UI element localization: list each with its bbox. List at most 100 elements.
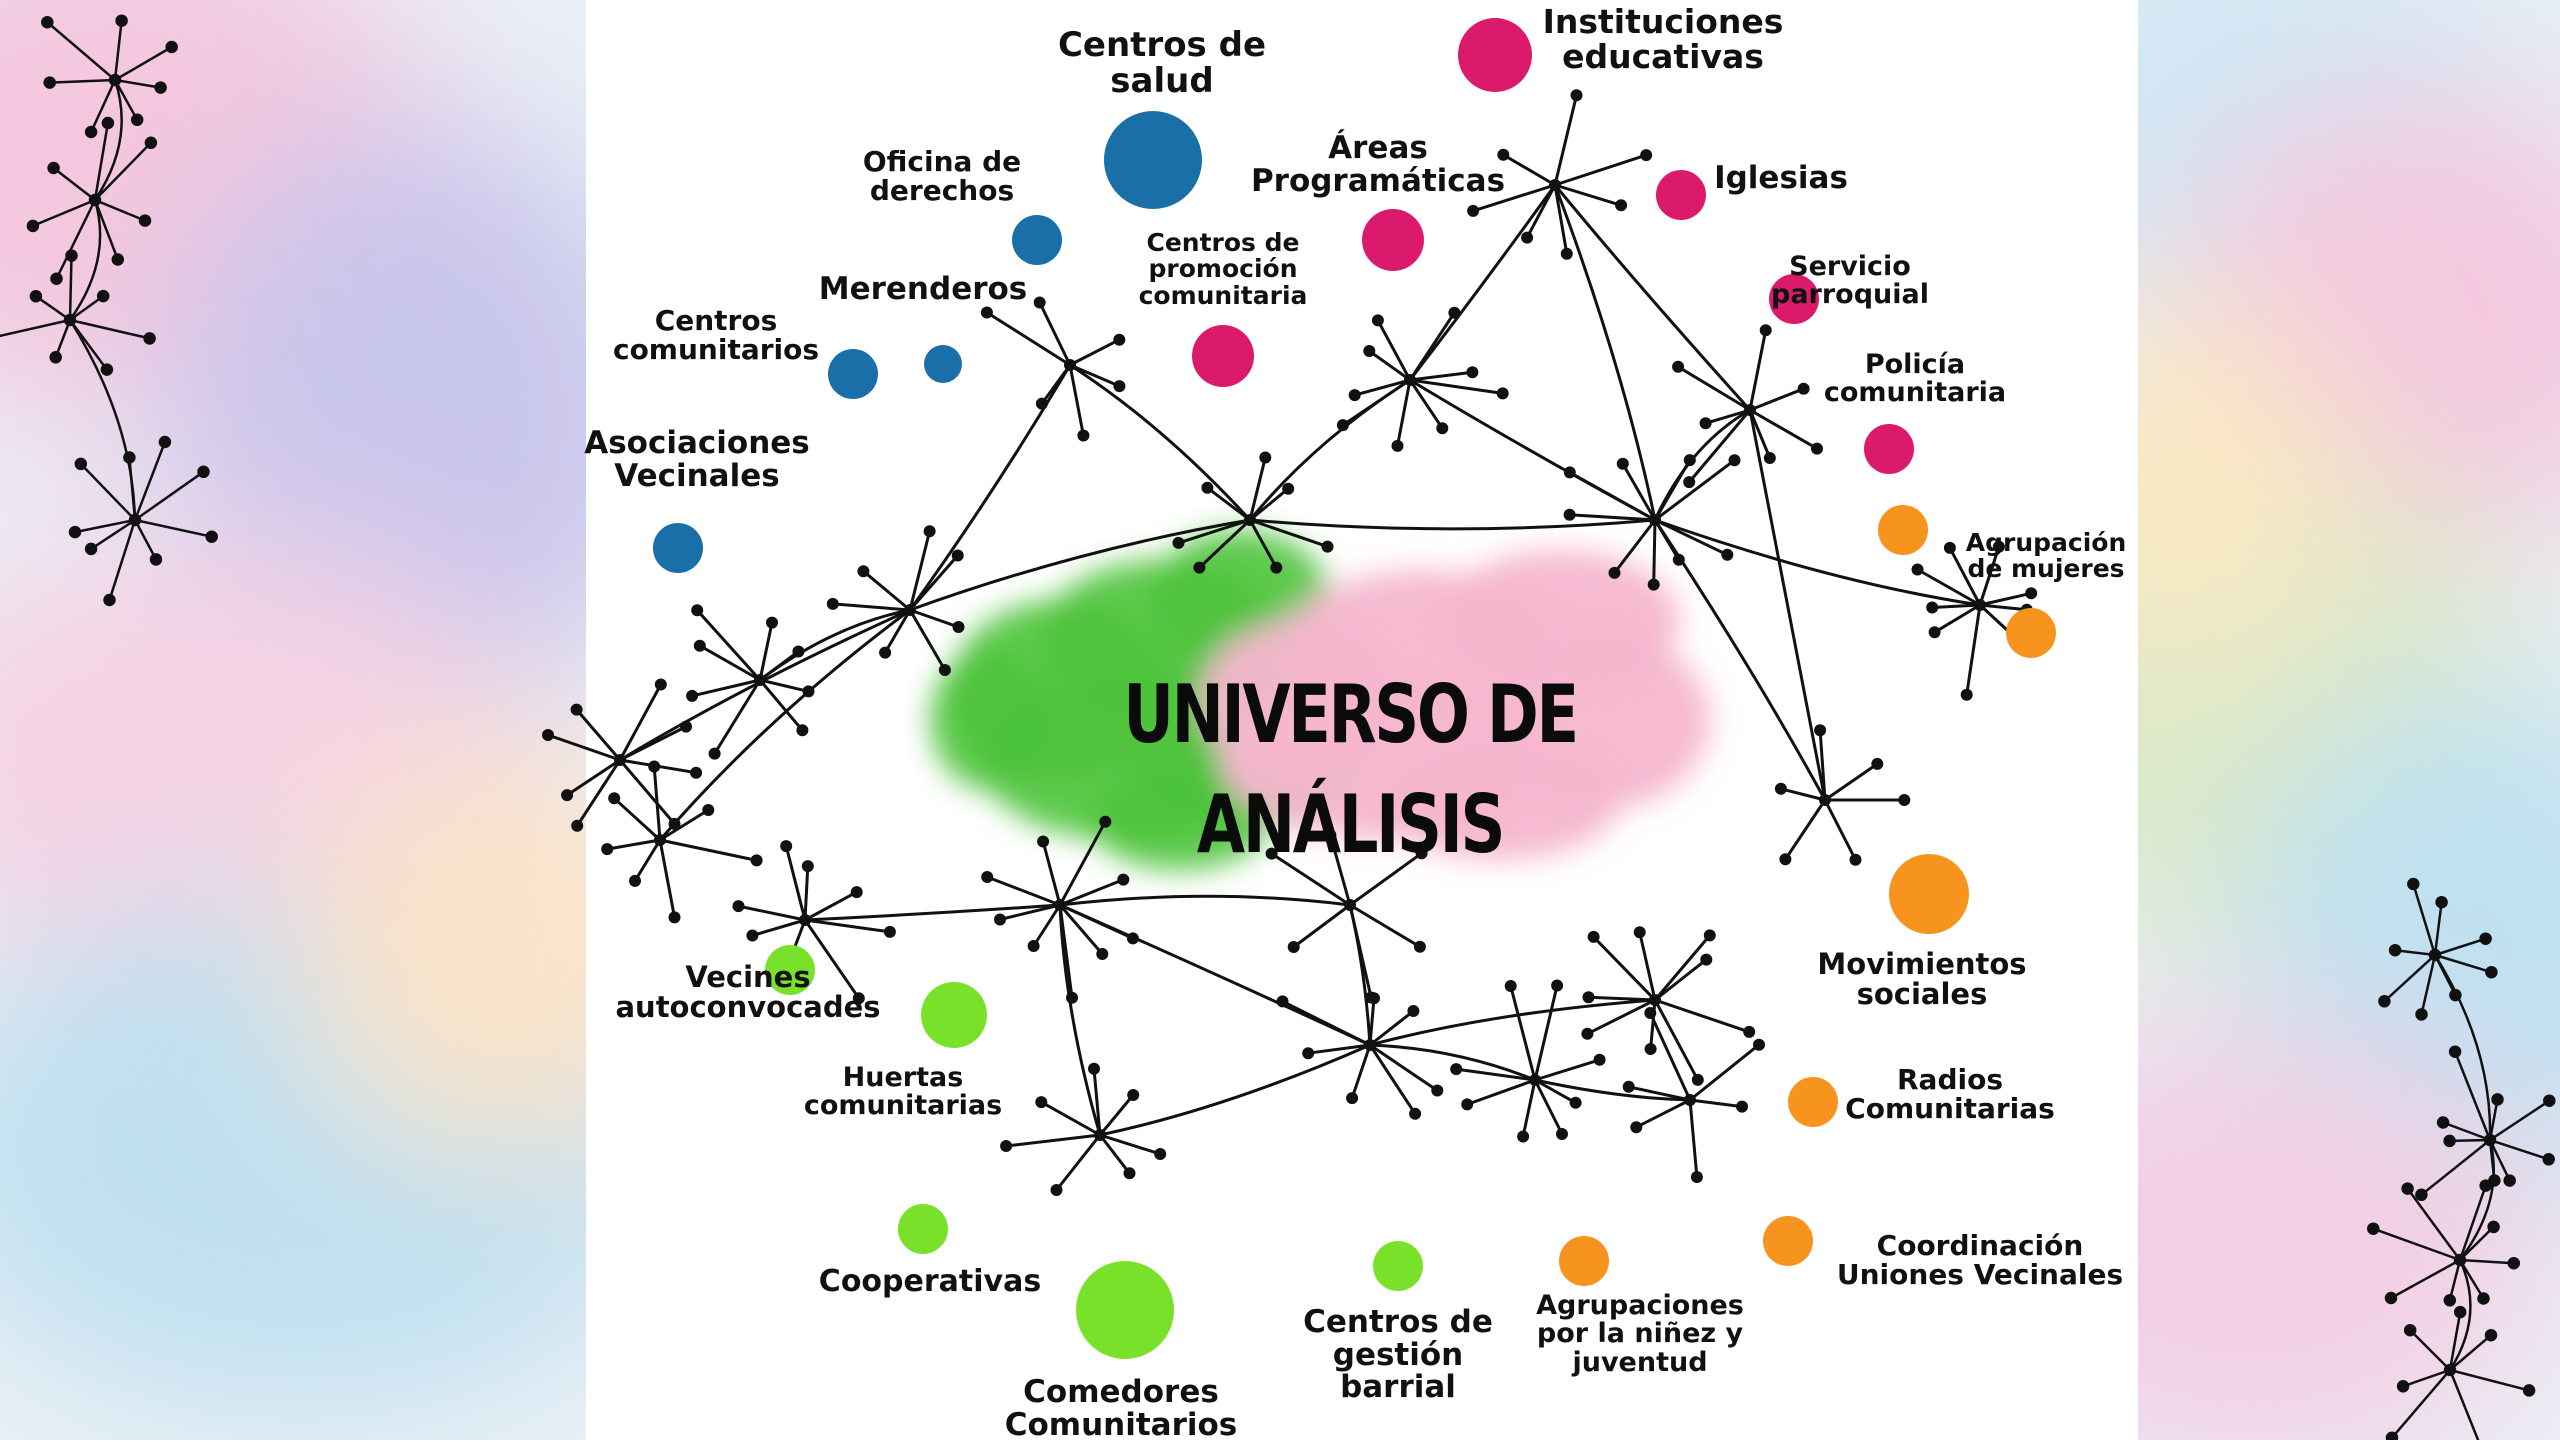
endpoint-dot	[1517, 1130, 1530, 1143]
endpoint-dot	[994, 913, 1006, 926]
side-spoke	[52, 167, 96, 201]
side-dot	[2448, 1045, 2462, 1058]
side-dot	[2543, 1094, 2556, 1107]
side-spoke	[94, 141, 152, 201]
cooperativas-circle	[898, 1204, 948, 1254]
link-line	[1653, 518, 1982, 607]
spoke-line	[1676, 365, 1752, 412]
side-spoke	[49, 78, 116, 84]
actor-circles	[653, 18, 2056, 1359]
side-spoke	[79, 463, 136, 521]
centros-comunitarios-label-line: Centros	[654, 304, 778, 337]
spoke-line	[1501, 153, 1557, 187]
endpoint-dot	[1201, 481, 1214, 494]
endpoint-dot	[1037, 835, 1050, 848]
vecines-autoconvocades-circle	[765, 945, 815, 995]
side-network	[2367, 877, 2556, 1440]
endpoint-dot	[1615, 199, 1628, 212]
agrupacion-de-mujeres-circle	[1878, 505, 1928, 555]
side-dot	[2384, 1291, 2398, 1305]
endpoint-dot	[1407, 1005, 1420, 1017]
spoke-line	[1408, 378, 1444, 430]
side-spoke	[74, 518, 136, 534]
centros-de-promocion-comunitaria-label-line: Centros de	[1146, 228, 1300, 257]
hub-dot	[1974, 599, 1986, 611]
spoke-line	[1648, 1011, 1692, 1102]
side-dot	[101, 116, 115, 130]
side-dot	[103, 593, 116, 607]
coordinacion-uniones-vecinales-label-line: Coordinación	[1876, 1229, 2084, 1262]
spoke-line	[1823, 798, 1857, 862]
asociaciones-vecinales-label-line: Asociaciones	[584, 425, 810, 461]
endpoint-dot	[1127, 1089, 1140, 1101]
endpoint-dot	[1324, 829, 1337, 842]
side-spoke	[114, 78, 161, 89]
endpoint-dot	[1672, 553, 1685, 566]
endpoint-dot	[1033, 296, 1046, 309]
endpoint-dot	[1560, 247, 1573, 260]
spoke-line	[1205, 486, 1252, 522]
endpoint-dot	[981, 871, 994, 883]
endpoint-dot	[1774, 782, 1787, 795]
endpoint-dot	[1113, 333, 1126, 346]
endpoint-dot	[857, 565, 870, 578]
endpoint-dot	[980, 306, 993, 319]
side-dot	[29, 289, 43, 303]
areas-programaticas-label-line: Programáticas	[1250, 162, 1506, 199]
vecines-autoconvocades-label-line: autoconvocades	[615, 990, 881, 1025]
endpoint-dot	[1811, 442, 1823, 455]
huertas-comunitarias-circle	[921, 982, 987, 1048]
hub-dot	[1549, 179, 1561, 191]
endpoint-dot	[802, 685, 815, 698]
side-dot	[2407, 877, 2420, 891]
cooperativas-label: Cooperativas	[819, 1266, 1041, 1298]
spoke-line	[803, 918, 892, 934]
spoke-line	[1368, 1043, 1439, 1092]
endpoint-dot	[1551, 979, 1564, 992]
spoke-line	[658, 838, 759, 862]
cooperativas-label-line: Cooperativas	[818, 1264, 1042, 1299]
spoke-line	[1292, 903, 1352, 949]
spoke-line	[908, 608, 947, 672]
endpoint-dot	[1736, 1100, 1748, 1113]
side-dot	[2479, 932, 2492, 945]
side-dot	[49, 351, 62, 364]
spoke-line	[1933, 603, 1982, 634]
spoke-line	[633, 838, 662, 883]
spoke-line	[1248, 518, 1329, 549]
endpoint-dot	[648, 760, 661, 773]
side-link	[2448, 1259, 2472, 1371]
centros-comunitarios-circle	[828, 349, 878, 399]
spoke-line	[1533, 1078, 1578, 1105]
endpoint-dot	[1743, 1025, 1756, 1038]
side-dot	[2491, 1093, 2504, 1106]
side-spoke	[0, 318, 71, 338]
spoke-line	[1783, 798, 1827, 861]
endpoint-dot	[668, 911, 681, 924]
oficina-de-derechos-circle	[1012, 215, 1062, 265]
spoke-line	[1653, 958, 1708, 1002]
spoke-line	[803, 890, 859, 922]
endpoint-dot	[1302, 1047, 1315, 1060]
endpoint-dot	[702, 804, 715, 816]
link-line	[1408, 378, 1657, 522]
endpoint-dot	[1088, 1062, 1100, 1075]
side-dot	[143, 332, 156, 345]
side-dot	[130, 113, 144, 127]
endpoint-dot	[1700, 953, 1713, 966]
endpoint-dot	[1035, 397, 1048, 410]
side-spoke	[89, 79, 117, 133]
hub-dot	[1064, 359, 1076, 371]
endpoint-dot	[1753, 1038, 1765, 1051]
spoke-line	[861, 569, 912, 612]
link-line	[1098, 1043, 1372, 1137]
spoke-line	[1978, 603, 2029, 612]
side-spoke	[133, 441, 167, 521]
side-dot	[2503, 1174, 2516, 1187]
side-spoke	[69, 318, 150, 340]
